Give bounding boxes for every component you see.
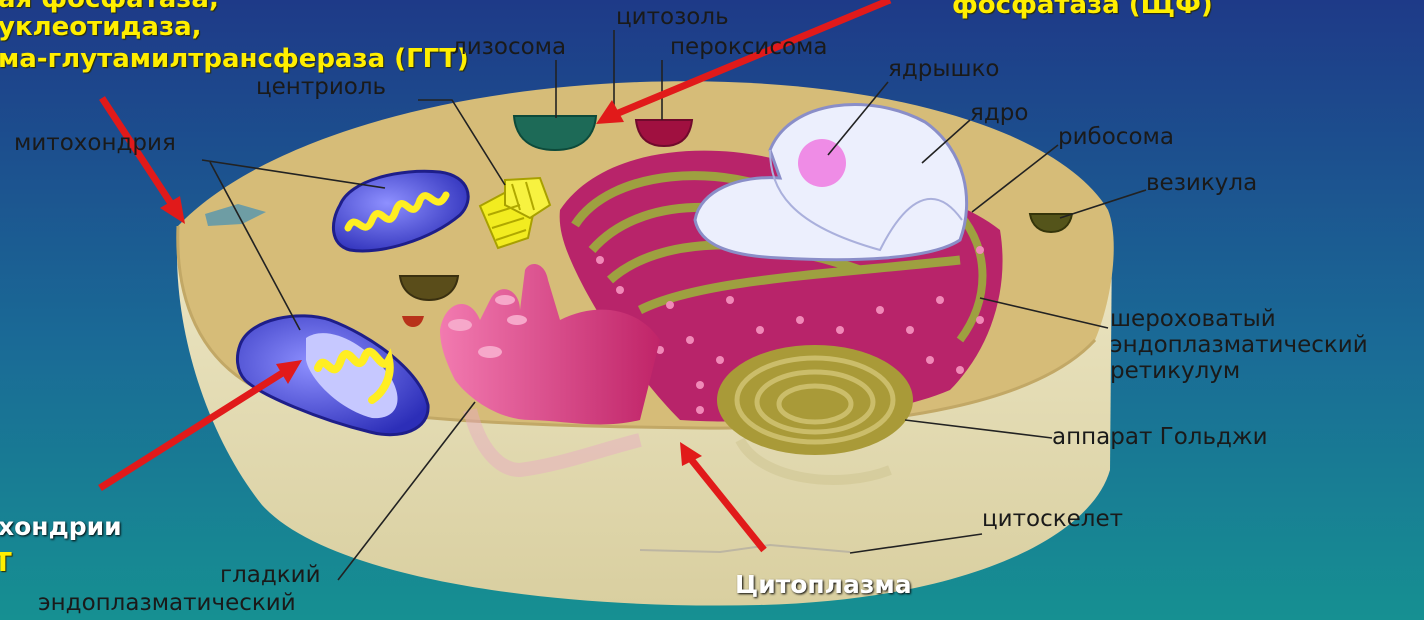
smooth-er-tube-top-2 <box>478 346 502 358</box>
label-cytoskeleton: цитоскелет <box>982 506 1123 532</box>
label-rough-er-line3: ретикулум <box>1110 358 1240 384</box>
label-cytosol: цитозоль <box>616 4 729 30</box>
cytoplasm-caption: Цитоплазма <box>735 570 912 599</box>
label-ribosome: рибосома <box>1058 124 1174 150</box>
label-centriole: центриоль <box>256 74 386 100</box>
mitochondria-enzyme: Т <box>0 548 12 578</box>
label-rough-er-line2: эндоплазматический <box>1110 332 1368 358</box>
enzyme-text-ggt: ма-глутамилтрансфераза (ГГТ) <box>0 44 469 74</box>
smooth-er-tube-top-4 <box>495 295 515 305</box>
label-lysosome: лизосома <box>452 34 566 60</box>
mitochondria-caption: хондрии <box>0 512 122 541</box>
nucleolus <box>798 139 846 187</box>
label-peroxisome: пероксисома <box>670 34 828 60</box>
label-smooth-er-line1: гладкий <box>220 562 321 588</box>
label-nucleolus: ядрышко <box>888 56 1000 82</box>
label-nucleus: ядро <box>970 100 1028 126</box>
smooth-er-tube-top-1 <box>448 319 472 331</box>
label-rough-er-line1: шероховатый <box>1110 306 1276 332</box>
label-golgi: аппарат Гольджи <box>1052 424 1268 450</box>
golgi-stack-1 <box>717 345 913 455</box>
label-smooth-er-line2: эндоплазматический <box>38 590 296 616</box>
label-vesicle: везикула <box>1146 170 1257 196</box>
enzyme-text-line2: уклеотидаза, <box>0 12 202 42</box>
label-mitochondrion: митохондрия <box>14 130 176 156</box>
enzyme-text-alkaline-phosphatase: фосфатаза (ЩФ) <box>952 0 1213 20</box>
smooth-er-tube-top-3 <box>507 315 527 325</box>
